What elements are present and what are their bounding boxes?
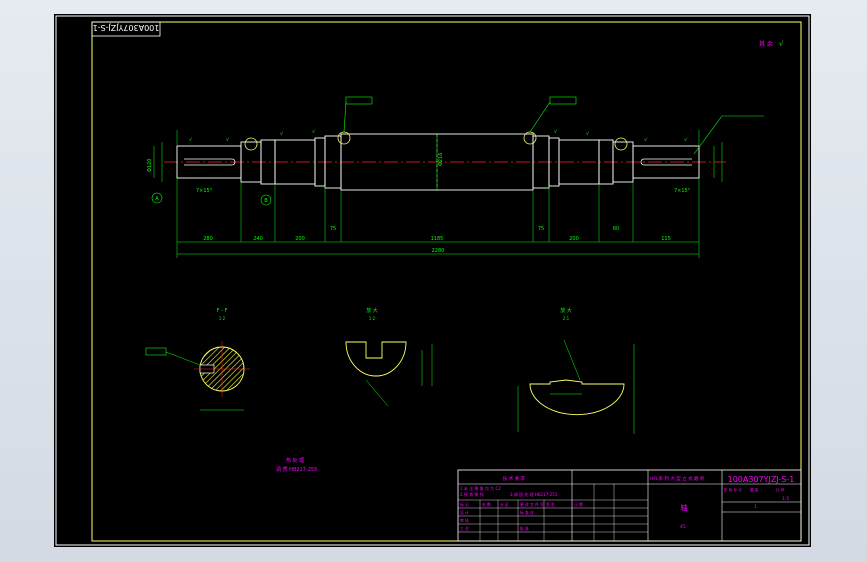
sheet-border: [55, 15, 810, 546]
material: 45: [680, 524, 686, 530]
stage-label-2: 比 例: [776, 487, 785, 492]
detail-circle-4: [614, 137, 628, 151]
diameter-end-label: Φ120: [147, 159, 153, 172]
notes-header: 技 术 要 求: [503, 475, 526, 482]
datum-right-label: B: [264, 198, 268, 204]
leader-3: [693, 115, 723, 155]
datum-circle-right: [260, 194, 272, 206]
detail2-leader: [563, 339, 581, 381]
rev-cell-0-0: 标 记: [460, 502, 469, 507]
left-keyway: [184, 158, 236, 166]
rev-cell-0-4: 签 名: [546, 502, 555, 507]
svg-text:√: √: [312, 129, 316, 135]
roughness-note: 其 余: [759, 40, 773, 48]
main-shaft-view: Φ216 Φ120 2280 1185 280 240 200 75 75 20…: [147, 96, 764, 258]
tech-note-1: 热 处 理: [286, 457, 304, 464]
left-dim-3: 200: [295, 236, 305, 242]
diameter-mid-label: Φ216: [438, 153, 444, 166]
stage-label-0: 阶 段 标 记: [724, 487, 742, 492]
section-ff-leader: [165, 351, 201, 366]
diameter-dims: [153, 134, 723, 190]
left-dim-4: 75: [330, 226, 336, 232]
right-dim-2: 200: [569, 236, 579, 242]
shaft-drawing: 100A307YJZJ-S-1 其 余 √: [55, 15, 810, 546]
svg-text:√: √: [644, 137, 648, 143]
detail2-profile: [529, 379, 625, 416]
extension-lines: [176, 130, 700, 258]
section-ff-title: F - F: [217, 308, 228, 314]
tech-note-2: 调 质 HB217-255: [276, 466, 317, 473]
left-dim-1: 280: [203, 236, 213, 242]
right-keyway: [640, 158, 692, 166]
svg-text:√: √: [684, 137, 688, 143]
title-block: 技 术 要 求 1.未 注 倒 角 均 为 C2 2.锐 角 倒 钝 3.调 质…: [457, 469, 802, 542]
rev-cell-3-0: 工 艺: [460, 526, 469, 531]
callout-box-2: [549, 96, 577, 105]
svg-text:√: √: [189, 137, 193, 143]
sheet-value: 1: [754, 504, 757, 510]
leader-2: [529, 101, 551, 133]
right-dim-3: 60: [613, 226, 619, 232]
section-ff: F - F 1:2: [145, 308, 250, 411]
rev-cell-1-0: 设 计: [460, 510, 469, 515]
right-end-journal: [632, 145, 700, 179]
note-3: 3.调 质 处 理 HB217-255: [510, 491, 558, 497]
scale-value: 1:5: [782, 496, 789, 502]
rev-cell-0-5: 日 期: [574, 502, 583, 507]
rotated-drawing-code: 100A307YJZJ-S-1: [93, 23, 160, 32]
callout-box-1: [345, 96, 373, 105]
detail1-scale: 1:2: [369, 316, 376, 321]
note-2: 2.锐 角 倒 钝: [460, 491, 484, 497]
rev-cell-0-1: 处 数: [482, 502, 491, 507]
company-name: HFL系 列 大 型 立 式 磨 机: [650, 475, 705, 482]
note-1: 1.未 注 倒 角 均 为 C2: [460, 485, 501, 491]
detail2-title: 放 大: [560, 307, 572, 314]
drawing-sheet[interactable]: 100A307YJZJ-S-1 其 余 √: [54, 14, 811, 547]
rev-cell-3-3: 批 准: [520, 526, 529, 531]
tolerance-left: 7×15°: [196, 188, 213, 194]
svg-text:√: √: [280, 131, 284, 137]
code-box: [91, 21, 161, 37]
left-dim-2: 240: [253, 236, 263, 242]
overall-dim-text: 2280: [432, 248, 445, 254]
drawing-number: 100A307YJZJ-S-1: [728, 475, 795, 484]
stage-label-1: 重 量: [750, 487, 759, 492]
detail-view-2: 放 大 2:1: [517, 307, 635, 434]
leader-1: [343, 101, 347, 133]
rev-cell-2-0: 审 核: [460, 518, 469, 523]
detail-circle-1: [244, 137, 258, 151]
detail1-profile: [345, 341, 407, 377]
svg-text:√: √: [586, 131, 590, 137]
rev-cell-0-2: 分 区: [500, 502, 509, 507]
detail1-title: 放 大: [366, 307, 378, 314]
detail1-dim-d: [365, 379, 389, 407]
datum-circle-left: [151, 192, 163, 204]
roughness-marks: √ √ √ √ √ √ √ √: [189, 129, 688, 143]
title-block-frame: [457, 469, 802, 542]
drawing-frame: [91, 21, 802, 542]
svg-text:√: √: [226, 137, 230, 143]
right-dim-4: 115: [661, 236, 671, 242]
detail-view-1: 放 大 1:2: [345, 307, 433, 407]
tolerance-right: 7×15°: [674, 188, 691, 194]
right-dim-1: 75: [538, 226, 544, 232]
detail2-scale: 2:1: [563, 316, 570, 321]
middle-dim-text: 1185: [431, 236, 444, 242]
section-ff-callout: [145, 347, 167, 356]
svg-text:√: √: [554, 129, 558, 135]
section-ff-scale: 1:2: [219, 316, 226, 321]
rev-cell-0-3: 更 改 文 件 号: [520, 502, 544, 507]
datum-left-label: A: [155, 196, 159, 202]
rev-cell-1-3: 标 准 化: [520, 510, 534, 515]
roughness-symbol: √: [779, 40, 784, 48]
part-name: 轴: [681, 503, 688, 512]
